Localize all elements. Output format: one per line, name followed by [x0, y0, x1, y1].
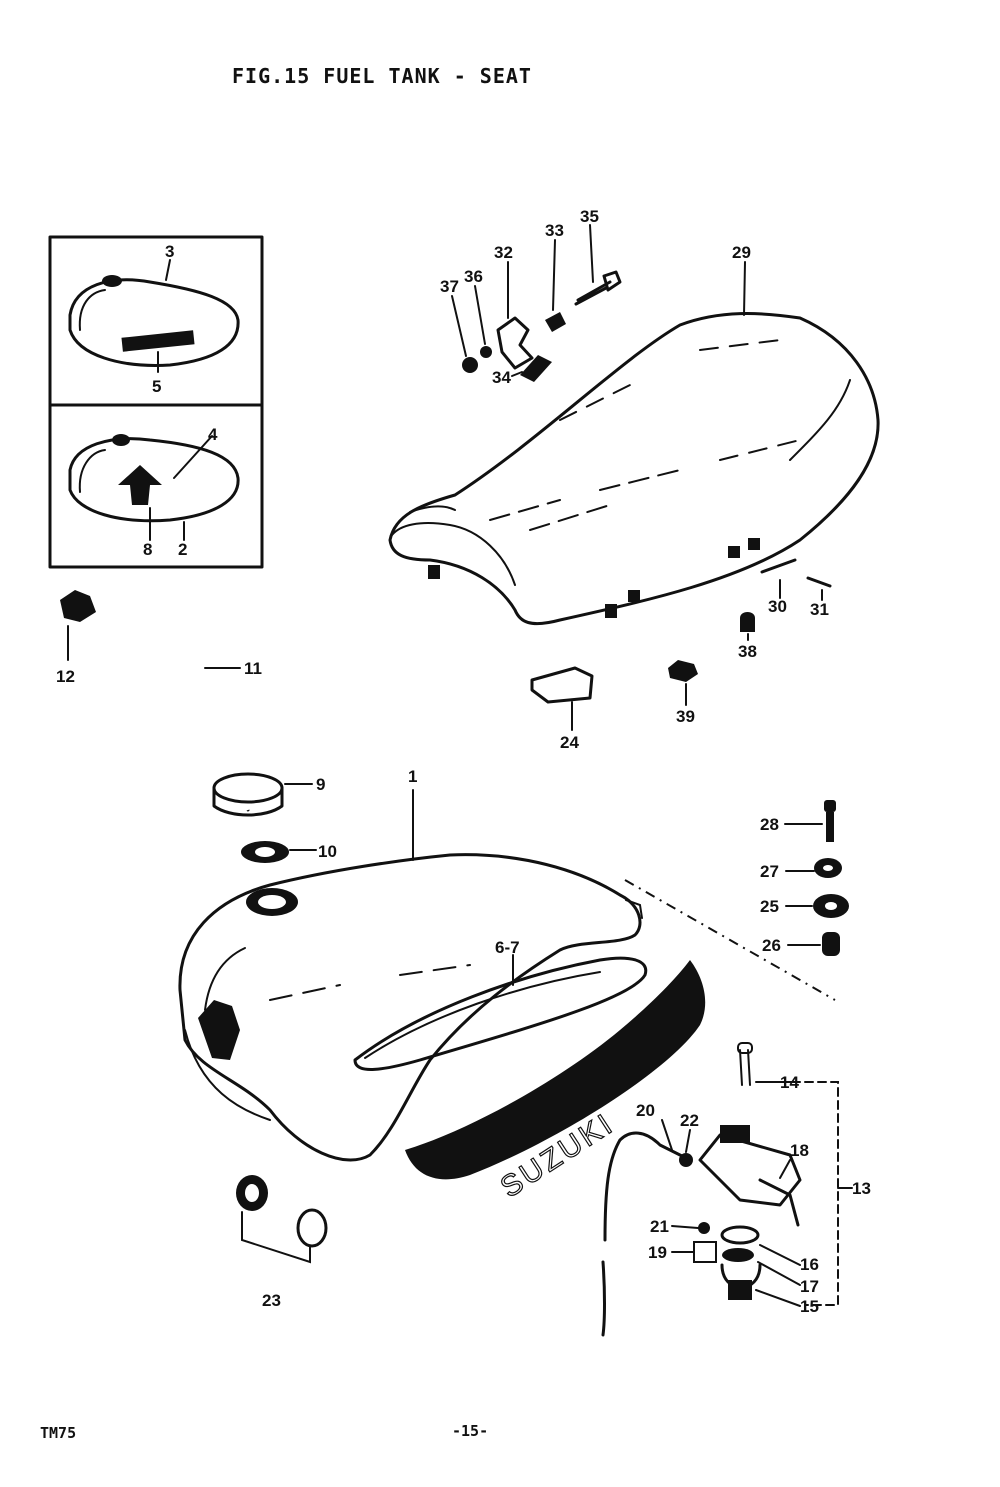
callout-19: 19	[648, 1243, 667, 1262]
callout-13: 13	[852, 1179, 871, 1198]
callout-17: 17	[800, 1277, 819, 1296]
callout-12: 12	[56, 667, 75, 686]
callout-8: 8	[143, 540, 152, 559]
callout-27: 27	[760, 862, 779, 881]
callout-labels: 3 5 4 8 2 12 11 9 10 1 6-7 37 36 32 33 3…	[56, 207, 871, 1316]
tank-emblem	[198, 1000, 240, 1060]
callout-29: 29	[732, 243, 751, 262]
callout-20: 20	[636, 1101, 655, 1120]
callout-35: 35	[580, 207, 599, 226]
callout-9: 9	[316, 775, 325, 794]
cap-and-breather	[60, 590, 289, 863]
page-number: -15-	[452, 1422, 489, 1440]
callout-1: 1	[408, 767, 417, 786]
seat-assembly	[388, 270, 880, 704]
callout-22: 22	[680, 1111, 699, 1130]
callout-34: 34	[492, 368, 511, 387]
callout-14: 14	[780, 1073, 799, 1092]
callout-24: 24	[560, 733, 579, 752]
cushion-38	[740, 612, 755, 632]
callout-30: 30	[768, 597, 787, 616]
tank-variant-inset	[48, 235, 264, 569]
tank-stripe	[405, 960, 706, 1180]
knee-pad-6-7	[353, 956, 648, 1071]
callout-37: 37	[440, 277, 459, 296]
seat-body	[388, 312, 880, 626]
grommets-23	[236, 1175, 328, 1264]
callout-26: 26	[762, 936, 781, 955]
bolt-33	[545, 312, 566, 332]
callout-31: 31	[810, 600, 829, 619]
bolt-35	[574, 270, 622, 306]
callout-25: 25	[760, 897, 779, 916]
callout-11: 11	[244, 659, 262, 678]
callout-2: 2	[178, 540, 187, 559]
leader-lines	[67, 224, 853, 1307]
callout-33: 33	[545, 221, 564, 240]
callout-36: 36	[464, 267, 483, 286]
inset-tank-lower	[68, 434, 240, 523]
inset-tank-upper	[68, 275, 240, 367]
callout-16: 16	[800, 1255, 819, 1274]
model-code: TM75	[40, 1424, 77, 1442]
callout-6-7: 6-7	[495, 938, 520, 957]
washer-36	[480, 346, 492, 358]
callout-32: 32	[494, 243, 513, 262]
callout-15: 15	[800, 1297, 819, 1316]
fuel-cock-assembly	[601, 1042, 839, 1337]
callout-5: 5	[152, 377, 161, 396]
callout-39: 39	[676, 707, 695, 726]
figure-title: FIG.15 FUEL TANK - SEAT	[232, 64, 532, 88]
callout-10: 10	[318, 842, 337, 861]
wing-emblem	[118, 465, 162, 505]
callout-28: 28	[760, 815, 779, 834]
pad-24	[530, 666, 594, 704]
callout-21: 21	[650, 1217, 669, 1236]
nut-37	[462, 357, 478, 373]
clamp-12	[60, 590, 96, 622]
hinge-32	[496, 316, 534, 370]
clip-39	[668, 660, 698, 682]
callout-3: 3	[165, 242, 174, 261]
callout-23: 23	[262, 1291, 281, 1310]
callout-18: 18	[790, 1141, 809, 1160]
callout-38: 38	[738, 642, 757, 661]
tank-body	[178, 853, 642, 1162]
inset-frame	[48, 235, 264, 569]
tank-mount-hardware	[813, 800, 849, 956]
callout-4: 4	[208, 425, 218, 444]
cap-9	[212, 772, 284, 804]
clip-34	[520, 355, 552, 382]
mount-axis	[624, 879, 836, 1001]
